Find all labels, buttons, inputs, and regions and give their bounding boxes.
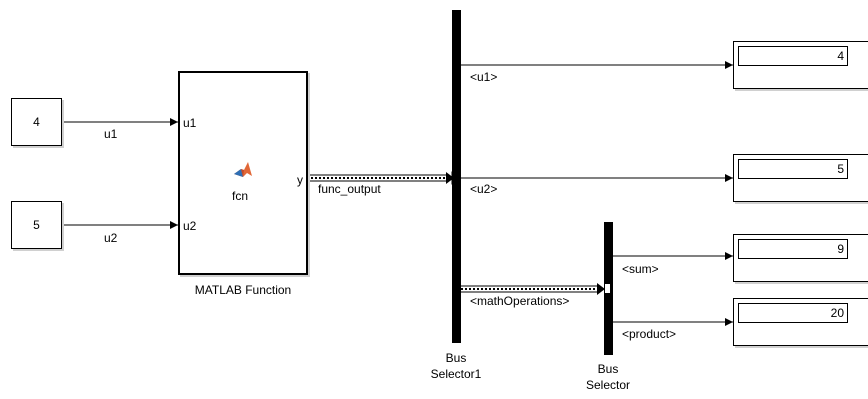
bus-selector-input-port	[604, 283, 611, 294]
bus-line-math-operations[interactable]	[461, 283, 605, 295]
display-value: 20	[738, 303, 848, 323]
signal-label-sel1-u2: <u2>	[470, 182, 498, 196]
signal-label-func-output: func_output	[318, 182, 381, 196]
bus-selector1-name-line2: Selector1	[430, 367, 482, 381]
matlab-function-block[interactable]: u1 u2 y fcn	[178, 71, 308, 275]
display-value: 4	[738, 46, 848, 66]
bus-selector1-name-line1: Bus	[445, 351, 467, 365]
signal-label-sel1-u1: <u1>	[470, 70, 498, 84]
output-port-y: y	[297, 173, 303, 187]
constant-block-5[interactable]: 5	[11, 201, 62, 249]
display-value: 5	[738, 159, 848, 179]
bus-selector-name-line2: Selector	[585, 378, 631, 392]
constant-block-4[interactable]: 4	[11, 98, 62, 146]
bus-selector-name-line1: Bus	[597, 362, 619, 376]
bus-selector1-block[interactable]	[452, 10, 461, 343]
display-block-u2[interactable]: 5	[733, 154, 868, 202]
input-port-u1: u1	[183, 116, 197, 130]
display-block-u1[interactable]: 4	[733, 41, 868, 89]
constant-value: 5	[33, 218, 40, 232]
signal-label-u2: u2	[104, 231, 118, 245]
display-block-sum[interactable]: 9	[733, 234, 868, 282]
bus-line-func-output[interactable]	[307, 172, 454, 184]
signal-label-u1: u1	[104, 127, 118, 141]
input-port-u2: u2	[183, 219, 197, 233]
display-block-product[interactable]: 20	[733, 298, 868, 346]
matlab-function-block-name: MATLAB Function	[194, 283, 292, 297]
signal-label-product: <product>	[622, 327, 677, 341]
signal-label-sel1-math: <mathOperations>	[470, 294, 570, 308]
function-name-fcn: fcn	[232, 189, 249, 203]
constant-value: 4	[33, 115, 40, 129]
signal-label-sum: <sum>	[622, 262, 659, 276]
display-value: 9	[738, 239, 848, 259]
matlab-logo-icon	[234, 162, 252, 177]
